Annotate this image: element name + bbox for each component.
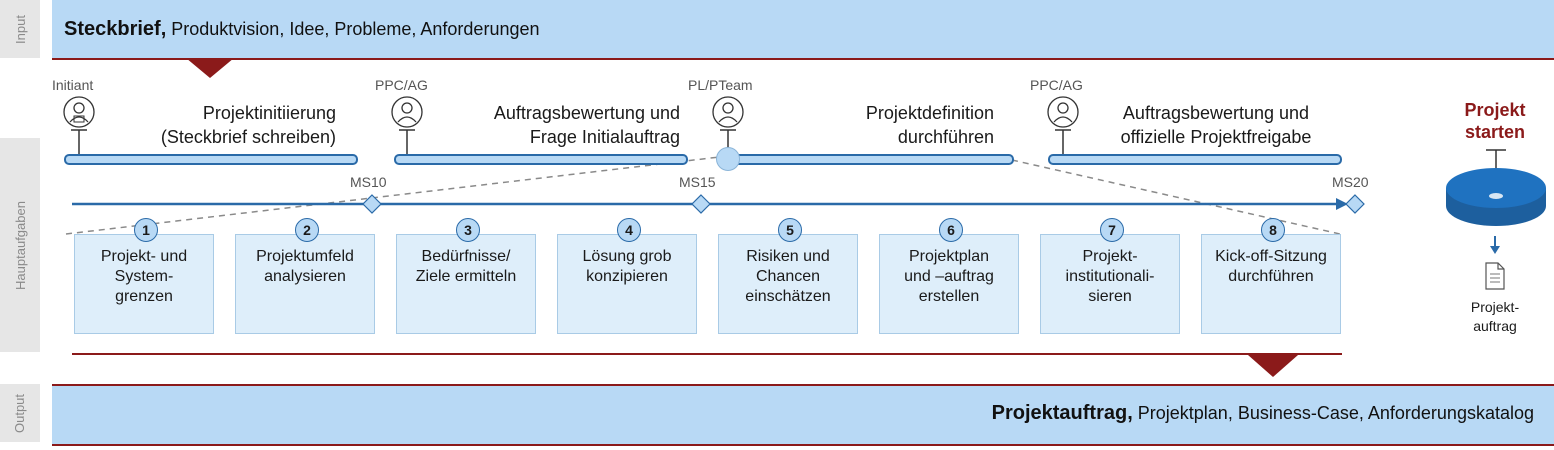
side-label-main: Hauptaufgaben <box>0 138 40 352</box>
person-icon <box>1047 96 1079 128</box>
role-label-ppc-ag-2: PPC/AG <box>1030 77 1083 93</box>
input-band: Steckbrief, Produktvision, Idee, Problem… <box>52 0 1554 60</box>
step-number-1: 1 <box>134 218 158 242</box>
phase-projektinitiierung: Projektinitiierung(Steckbrief schreiben) <box>160 103 336 147</box>
phase-bar-4 <box>1048 154 1342 165</box>
step-number-7: 7 <box>1100 218 1124 242</box>
person-icon <box>63 96 95 128</box>
document-icon <box>1485 262 1505 290</box>
step-number-6: 6 <box>939 218 963 242</box>
phase-bar-1 <box>64 154 358 165</box>
step-number-4: 4 <box>617 218 641 242</box>
output-band: Projektauftrag, Projektplan, Business-Ca… <box>52 384 1554 446</box>
role-label-ppc-ag-1: PPC/AG <box>375 77 428 93</box>
step-box-7: Projekt-institutionali-sieren <box>1040 234 1180 334</box>
person-icon <box>712 96 744 128</box>
role-label-initiant: Initiant <box>52 77 94 93</box>
output-arrow-icon <box>1248 355 1298 377</box>
step-number-5: 5 <box>778 218 802 242</box>
milestone-label-ms15: MS15 <box>679 174 716 190</box>
output-band-text: Projektauftrag, Projektplan, Business-Ca… <box>991 402 1534 424</box>
document-label: Projekt-auftrag <box>1470 299 1520 334</box>
step-number-3: 3 <box>456 218 480 242</box>
phase-bar-3 <box>718 154 1014 165</box>
input-arrow-icon <box>186 58 234 78</box>
side-label-output: Output <box>0 384 40 442</box>
step-box-3: Bedürfnisse/Ziele ermitteln <box>396 234 536 334</box>
step-number-2: 2 <box>295 218 319 242</box>
step-number-8: 8 <box>1261 218 1285 242</box>
output-divider <box>72 353 1342 355</box>
input-band-text: Steckbrief, Produktvision, Idee, Problem… <box>64 18 540 40</box>
milestone-label-ms10: MS10 <box>350 174 387 190</box>
current-position-marker <box>716 147 740 171</box>
side-label-input: Input <box>0 0 40 58</box>
start-button-disc-icon <box>1446 168 1546 226</box>
role-label-pl-pteam: PL/PTeam <box>688 77 753 93</box>
milestone-label-ms20: MS20 <box>1332 174 1369 190</box>
phase-bar-2 <box>394 154 688 165</box>
person-icon <box>391 96 423 128</box>
